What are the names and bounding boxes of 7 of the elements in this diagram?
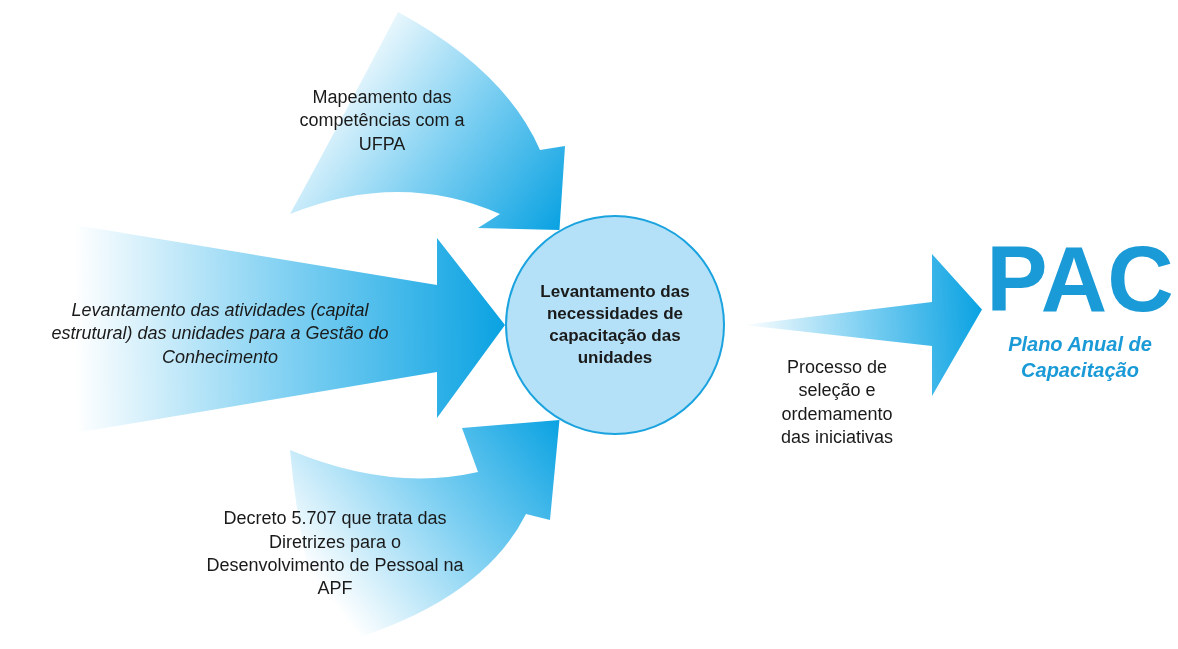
title-text: PAC xyxy=(986,232,1174,325)
arrow-text: Mapeamento das competências com a UFPA xyxy=(282,80,482,162)
arrow-text: Decreto 5.707 que trata das Diretrizes para o Desenvolvimento de Pessoal na APF xyxy=(200,498,470,610)
arrow xyxy=(290,12,565,231)
arrow-text: Levantamento das atividades (capital estrutural) das unidades para a Gestão do Conhecimento xyxy=(45,288,395,380)
node-text: Levantamento das necessidades de capacitação das unidades xyxy=(539,280,691,370)
subtitle-text: Plano Anual de Capacitação xyxy=(1007,331,1153,383)
